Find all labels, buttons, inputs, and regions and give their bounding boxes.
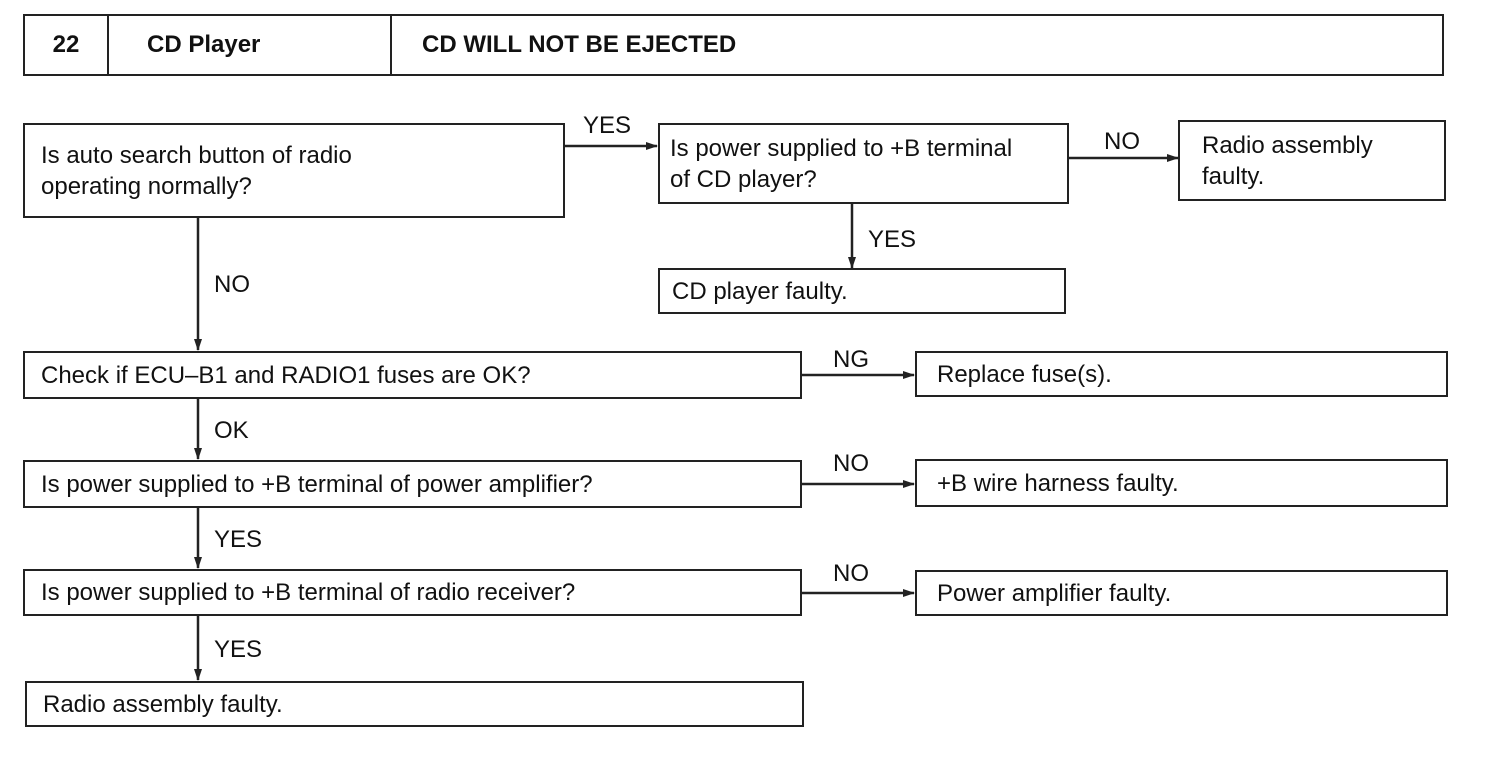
result-power-amplifier-faulty: Power amplifier faulty. [915,570,1448,616]
procedure-number: 22 [25,16,109,74]
question-power-amplifier: Is power supplied to +B terminal of powe… [23,460,802,508]
label-fuse-ok: OK [214,417,249,444]
label-cd-no: NO [1104,128,1140,155]
procedure-header: 22 CD Player CD WILL NOT BE EJECTED [23,14,1444,76]
label-auto-no: NO [214,271,250,298]
result-radio-assembly-faulty-top: Radio assembly faulty. [1178,120,1446,201]
question-power-cd-player: Is power supplied to +B terminal of CD p… [658,123,1069,204]
label-fuse-ng: NG [833,346,869,373]
system-name: CD Player [109,16,392,74]
label-auto-yes: YES [583,112,632,139]
label-amp-no: NO [833,450,869,477]
result-cd-player-faulty: CD player faulty. [658,268,1066,314]
question-check-fuses: Check if ECU–B1 and RADIO1 fuses are OK? [23,351,802,399]
label-cd-yes: YES [868,226,917,253]
result-wire-harness-faulty: +B wire harness faulty. [915,459,1448,507]
question-power-radio-receiver: Is power supplied to +B terminal of radi… [23,569,802,616]
question-auto-search: Is auto search button of radio operating… [23,123,565,218]
label-amp-yes: YES [214,526,263,553]
result-radio-assembly-faulty-bottom: Radio assembly faulty. [25,681,804,727]
symptom-title: CD WILL NOT BE EJECTED [422,31,737,58]
label-recv-no: NO [833,560,869,587]
label-recv-yes: YES [214,636,263,663]
result-replace-fuse: Replace fuse(s). [915,351,1448,397]
